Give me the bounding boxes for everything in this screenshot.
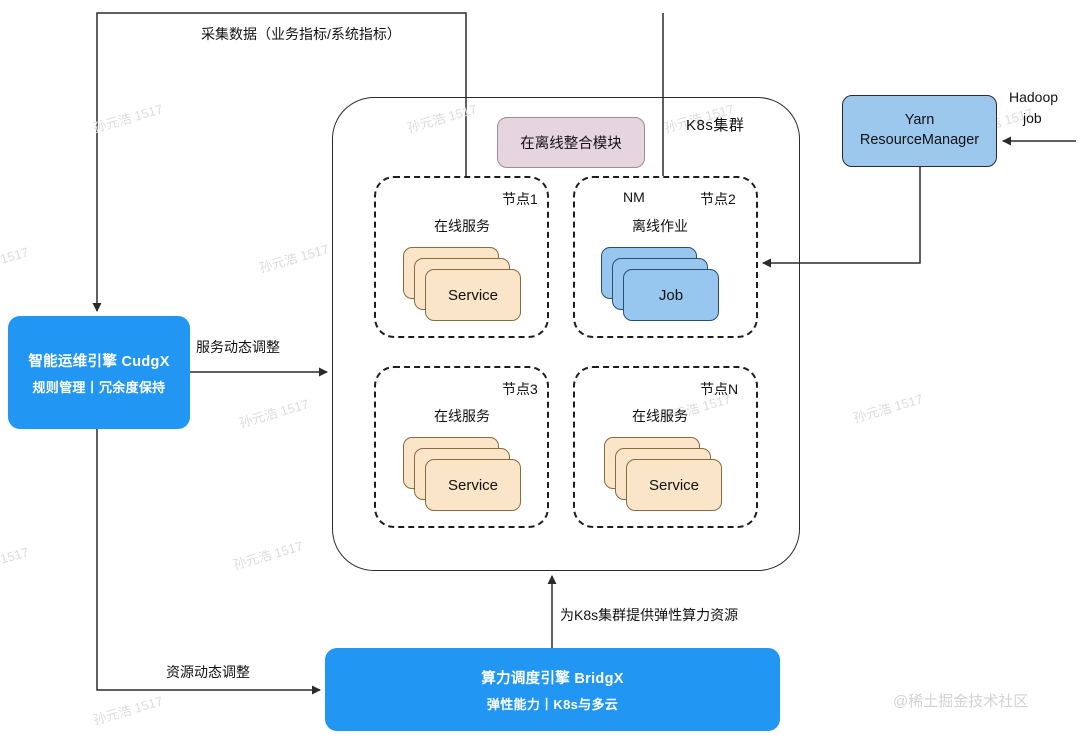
node-2-name: 节点2 [700,191,736,207]
edge-label-hadoop-job-line2: job [1023,110,1042,126]
node-box-2[interactable] [573,176,758,338]
watermark: 孙元浩 1517 [91,693,165,728]
yarn-line-1: Yarn [904,112,935,129]
watermark: 孙元浩 1517 [237,396,311,431]
community-watermark: @稀土掘金技术社区 [893,693,1029,710]
cudgx-title: 智能运维引擎 CudgX [28,353,170,370]
integration-module-box[interactable]: 在离线整合模块 [497,117,645,168]
bridgx-title: 算力调度引擎 BridgX [481,670,624,687]
service-card-stack-node3[interactable]: Service [403,437,521,511]
yarn-line-2: ResourceManager [859,132,980,148]
service-card-stack-node1[interactable]: Service [403,247,521,321]
node-box-1[interactable] [374,176,549,338]
edge-label-service-adjust: 服务动态调整 [196,339,280,355]
service-card: Service [626,459,722,511]
cudgx-subtitle: 规则管理丨冗余度保持 [32,379,166,395]
watermark: 孙元浩 1517 [231,538,305,573]
edge-label-collect-data: 采集数据（业务指标/系统指标） [201,26,401,42]
watermark: 1517 [0,544,31,567]
node-1-name: 节点1 [502,191,538,207]
node-2-service-kind: 离线作业 [632,218,688,234]
job-card: Job [623,269,719,321]
yarn-resourcemanager-box[interactable]: Yarn ResourceManager [842,95,997,167]
service-card: Service [425,459,521,511]
edge-label-hadoop-job-line1: Hadoop [1009,89,1059,105]
watermark: 孙元浩 1517 [257,241,331,276]
service-card-stack-noden[interactable]: Service [604,437,722,511]
watermark: 1517 [0,244,31,267]
node-box-n[interactable] [573,366,758,528]
node-3-service-kind: 在线服务 [434,408,490,424]
job-card-stack-node2[interactable]: Job [601,247,719,321]
node-box-3[interactable] [374,366,549,528]
edge-resource-adjust [96,429,321,695]
node-2-nm-label: NM [623,189,645,205]
k8s-cluster-container [332,97,800,571]
edge-label-resource-adjust: 资源动态调整 [166,664,250,680]
service-card: Service [425,269,521,321]
bridgx-subtitle: 弹性能力丨K8s与多云 [486,696,619,712]
node-n-name: 节点N [700,381,739,397]
cudgx-engine-box[interactable]: 智能运维引擎 CudgX 规则管理丨冗余度保持 [8,316,190,429]
watermark: 孙元浩 1517 [851,391,925,426]
watermark: 孙元浩 1517 [91,101,165,136]
node-1-service-kind: 在线服务 [434,218,490,234]
node-n-service-kind: 在线服务 [632,408,688,424]
node-3-name: 节点3 [502,381,538,397]
edge-label-elastic-compute: 为K8s集群提供弹性算力资源 [560,607,739,623]
k8s-cluster-label: K8s集群 [686,117,745,134]
bridgx-engine-box[interactable]: 算力调度引擎 BridgX 弹性能力丨K8s与多云 [325,648,780,731]
